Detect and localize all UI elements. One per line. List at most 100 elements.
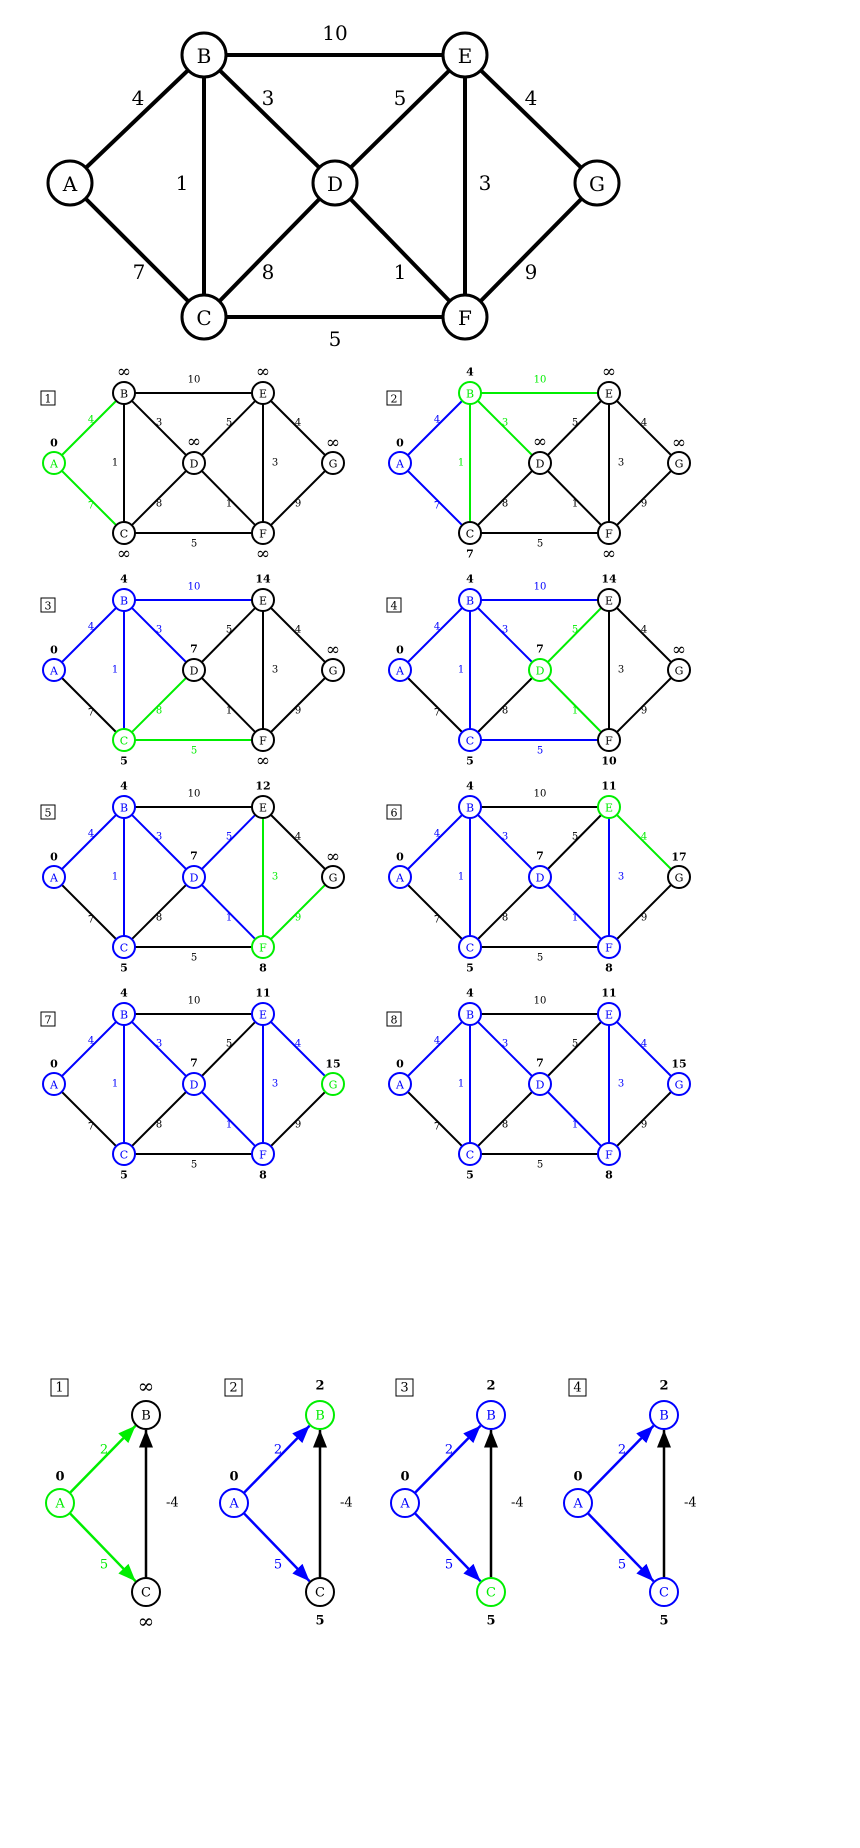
step-number: 5	[45, 807, 52, 820]
node-label-D: D	[190, 665, 199, 678]
node-label-F: F	[259, 942, 267, 955]
edge-weight-C-F: 5	[191, 1160, 197, 1171]
node-G	[667, 451, 691, 475]
distance-B: 4	[466, 366, 474, 379]
edge-weight-C-D: 8	[502, 1120, 508, 1131]
node-label-G: G	[589, 172, 605, 196]
edge-weight-A-C: 7	[88, 501, 94, 512]
distance-C: 5	[466, 755, 474, 768]
edge-weight-A-C: 5	[618, 1558, 626, 1573]
edge-weight-A-B: 4	[434, 1036, 440, 1047]
edge-weight-C-F: 5	[191, 746, 197, 757]
edge-D-E	[539, 1013, 610, 1085]
edge-weight-D-F: 1	[226, 499, 232, 510]
edge-B-D	[202, 53, 337, 185]
edge-weight-A-C: 7	[434, 708, 440, 719]
edge-weight-C-B: -4	[511, 1496, 524, 1511]
node-E	[597, 1002, 621, 1026]
distance-F: ∞	[256, 751, 270, 771]
node-A	[388, 1072, 412, 1096]
node-label-A: A	[49, 458, 59, 471]
edge-weight-C-D: 8	[502, 706, 508, 717]
node-G	[573, 159, 621, 207]
node-label-E: E	[605, 1009, 613, 1022]
node-G	[667, 1072, 691, 1096]
edge-weight-B-C: 1	[458, 872, 464, 883]
edge-A-B	[53, 806, 125, 878]
edge-weight-E-F: 3	[618, 872, 624, 883]
step-number-box	[224, 1378, 243, 1397]
edge-D-F	[539, 876, 610, 948]
distance-B: 4	[466, 987, 474, 1000]
edge-weight-F-G: 9	[525, 260, 538, 284]
edge-weight-A-C: 7	[434, 915, 440, 926]
distance-C: 5	[486, 1614, 495, 1629]
edge-A-B	[68, 53, 206, 185]
edge-weight-E-G: 4	[295, 1039, 301, 1050]
edge-D-E	[333, 53, 467, 185]
edge-A-C	[413, 1512, 482, 1583]
edge-weight-D-E: 5	[226, 625, 232, 636]
edge-D-F	[193, 876, 264, 948]
node-label-C: C	[141, 1586, 151, 1601]
distance-A: 0	[55, 1470, 64, 1485]
distance-G: ∞	[672, 433, 686, 453]
edge-weight-D-F: 1	[226, 913, 232, 924]
edge-weight-C-B: -4	[166, 1496, 179, 1511]
edge-D-E	[193, 806, 264, 878]
edge-weight-A-C: 7	[434, 1122, 440, 1133]
node-A	[563, 1488, 593, 1518]
edge-weight-A-B: 4	[88, 622, 94, 633]
node-label-B: B	[120, 802, 128, 815]
distance-A: 0	[50, 437, 58, 450]
edge-weight-C-D: 8	[502, 499, 508, 510]
edge-weight-B-C: 1	[112, 665, 118, 676]
edge-A-C	[53, 1083, 125, 1155]
node-A	[219, 1488, 249, 1518]
node-label-A: A	[228, 1497, 239, 1512]
distance-C: 5	[120, 1169, 128, 1182]
distance-B: 2	[486, 1379, 495, 1394]
edge-weight-B-C: 1	[458, 665, 464, 676]
node-label-C: C	[466, 735, 474, 748]
step-number: 1	[45, 393, 52, 406]
distance-B: 4	[120, 780, 128, 793]
node-label-D: D	[536, 1079, 545, 1092]
edge-F-G	[608, 1083, 680, 1155]
distance-D: 7	[536, 1057, 544, 1070]
edge-weight-C-F: 5	[537, 746, 543, 757]
edge-weight-B-C: 1	[112, 872, 118, 883]
edge-D-E	[539, 599, 610, 671]
node-label-A: A	[395, 1079, 405, 1092]
node-C	[649, 1577, 679, 1607]
edge-E-G	[262, 392, 334, 464]
node-label-F: F	[605, 735, 613, 748]
node-D	[311, 159, 359, 207]
node-A	[388, 658, 412, 682]
step-number-box	[395, 1378, 414, 1397]
step-number: 3	[45, 600, 52, 613]
node-A	[45, 1488, 75, 1518]
edge-F-G	[463, 181, 599, 319]
edge-weight-A-B: 4	[88, 829, 94, 840]
distance-C: ∞	[138, 1609, 155, 1633]
node-label-A: A	[395, 665, 405, 678]
node-label-A: A	[395, 458, 405, 471]
node-B	[305, 1400, 335, 1430]
edge-A-C	[586, 1512, 655, 1583]
node-B	[112, 795, 136, 819]
edge-F-G	[608, 669, 680, 741]
node-label-A: A	[49, 665, 59, 678]
distance-G: ∞	[326, 640, 340, 660]
edge-weight-A-C: 7	[88, 1122, 94, 1133]
distance-C: 5	[659, 1614, 668, 1629]
node-B	[458, 381, 482, 405]
node-E	[441, 31, 489, 79]
edge-weight-F-G: 9	[295, 913, 301, 924]
edge-E-G	[608, 1013, 680, 1085]
edge-A-B	[53, 599, 125, 671]
